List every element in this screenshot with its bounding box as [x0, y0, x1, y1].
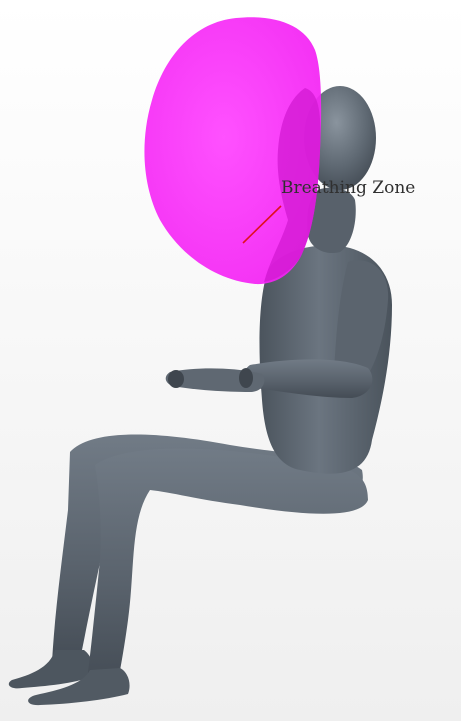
- rear-hand: [168, 370, 184, 388]
- breathing-zone-label: Breathing Zone: [281, 178, 415, 198]
- front-hand: [239, 368, 253, 388]
